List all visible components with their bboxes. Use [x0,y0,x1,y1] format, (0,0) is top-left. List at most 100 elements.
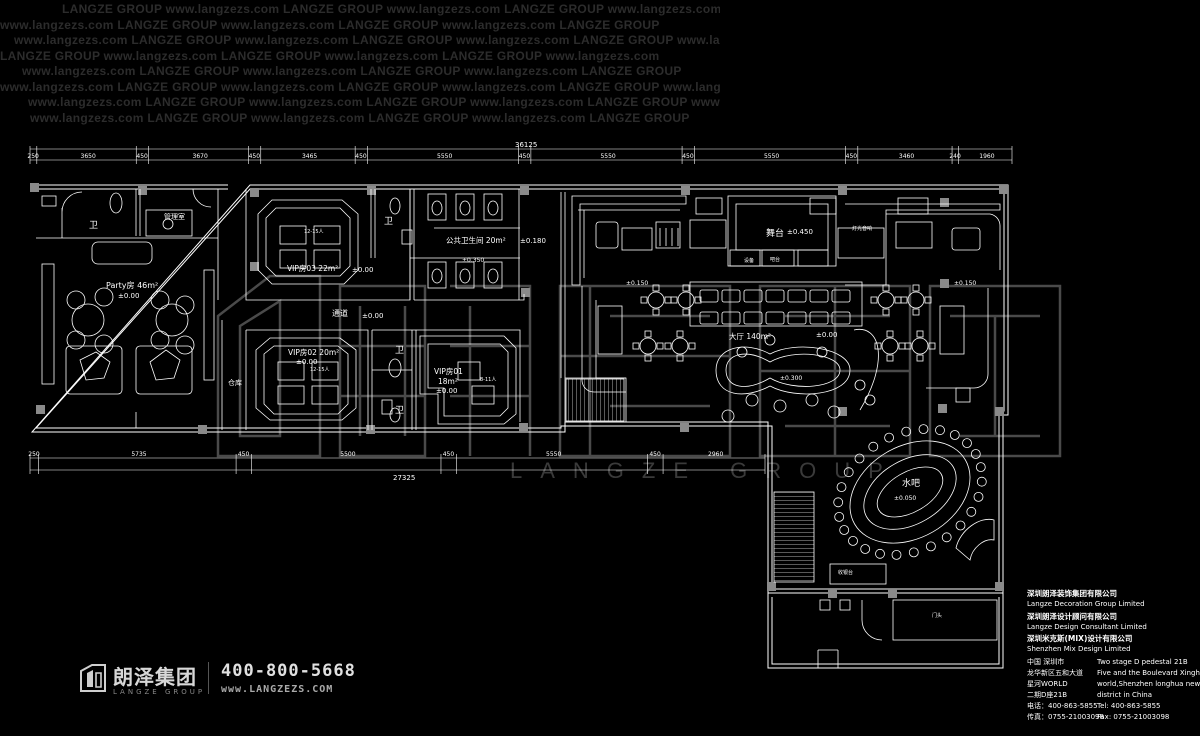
dining-table [881,337,899,355]
stage-name: 舞台 [766,227,784,239]
bar-stool [854,453,865,464]
dimension-label-top: 450 [249,153,261,160]
booth-seat [809,311,829,325]
bar-stool [868,441,879,452]
cashier-label: 收银台 [838,569,853,576]
dimension-label-top: 5550 [437,153,452,160]
booth-seat [787,311,807,325]
dimension-label-top: 3465 [302,153,317,160]
vip01-area: 18m² [438,377,458,386]
wc-label-1: 卫 [89,221,98,231]
dimension-label-top: 450 [355,153,367,160]
bar-stool [843,467,854,478]
dining-chair [870,296,878,304]
dining-chair [682,308,690,316]
dining-chair [882,308,890,316]
dimension-label-top: 450 [519,153,531,160]
dining-chair [664,342,672,350]
wc-label-2: 卫 [384,217,393,227]
party-room-furniture [41,241,215,428]
dining-chair [928,342,936,350]
watermark-text: LANGZE GROUP www.langzezs.com LANGZE GRO… [0,0,720,130]
wc-label-3: 卫 [395,346,404,356]
stage-side-b: 设备 [744,257,754,264]
bar-stool [908,547,919,558]
dimension-label-top: 240 [949,153,961,160]
dimension-label-bottom: 450 [238,451,250,458]
bar-stool [966,506,977,517]
corridor-name: 通道 [332,308,348,318]
dimension-label-top: 450 [682,153,694,160]
dining-chair [644,330,652,338]
dining-chair [644,354,652,362]
water-bar-name: 水吧 [902,477,920,489]
level-right: ±0.150 [954,280,976,287]
brand-website: www.LANGZEZS.COM [221,684,334,695]
dining-chair [664,296,672,304]
dining-chair [916,354,924,362]
storage-label: 仓库 [228,378,242,387]
bar-stool [918,424,929,435]
brand-name-en: LANGZE GROUP [113,688,206,696]
watermark-row: www.langzezs.com LANGZE GROUP www.langze… [0,17,660,32]
vip01-name: VIP房01 [434,366,463,376]
dining-table [671,337,689,355]
dimension-label-bottom: 5550 [546,451,561,458]
langze-logo-icon [80,664,106,692]
hall-sub-level: ±0.300 [780,375,802,382]
booth-seat [743,311,763,325]
company-1: 深圳朗泽装饰集团有限公司 Langze Decoration Group Lim… [1027,589,1145,608]
public-wc-level-2: ±0.350 [462,257,484,264]
stage-side-a: 灯光音响 [852,225,872,232]
dimension-lines-top [29,146,1013,164]
dining-chair [882,284,890,292]
dimension-label-top: 450 [846,153,858,160]
dining-chair [912,284,920,292]
dining-table [639,337,657,355]
brand-name-cn: 朗泽集团 [113,665,197,689]
vip-room-furniture [255,199,517,425]
bar-stool [976,476,987,487]
booth-seat [743,289,763,303]
watermark-row: www.langzezs.com LANGZE GROUP www.langze… [14,33,720,47]
watermark-row: www.langzezs.com LANGZE GROUP www.langze… [28,95,720,109]
bar-stool [926,541,936,552]
water-bar-furniture [773,424,998,668]
dimension-label-bottom: 2960 [708,451,723,458]
watermark-row: www.langzezs.com LANGZE GROUP www.langze… [30,110,690,125]
dining-chair [676,354,684,362]
bar-stool [833,497,844,508]
dimension-label-top: 3460 [899,153,914,160]
bar-stool [941,532,952,543]
party-room-name: Party房 46m² [106,280,158,290]
dimension-label-top: 3670 [193,153,208,160]
dimension-label-bottom: 450 [649,451,661,458]
dining-chair [898,342,906,350]
brand-separator [208,662,209,694]
watermark-row: LANGZE GROUP www.langzezs.com LANGZE GRO… [62,2,720,16]
dining-table [647,291,665,309]
bar-stool [860,544,871,554]
company-3: 深圳米克斯(MIX)设计有限公司 Shenzhen Mix Design Lim… [1027,634,1133,653]
bar-stool [884,432,894,443]
bar-stool [848,536,858,546]
dining-chair [640,296,648,304]
dining-table [877,291,895,309]
vip02-seat: 12-15人 [310,367,330,373]
bar-stool [970,449,981,459]
bar-stool [955,520,966,531]
dimension-label-top: 450 [136,153,148,160]
dining-table [911,337,929,355]
dining-chair [900,296,908,304]
dimension-label-bottom: 450 [443,451,455,458]
dining-table [907,291,925,309]
public-wc-name: 公共卫生间 20m² [446,235,506,245]
bar-stool [891,550,902,560]
structural-columns [30,183,1008,598]
dining-chair [652,284,660,292]
watermark-row: www.langzezs.com LANGZE GROUP www.langze… [22,64,682,78]
booth-seat [831,311,851,325]
brand-phone: 400-800-5668 [221,661,356,681]
